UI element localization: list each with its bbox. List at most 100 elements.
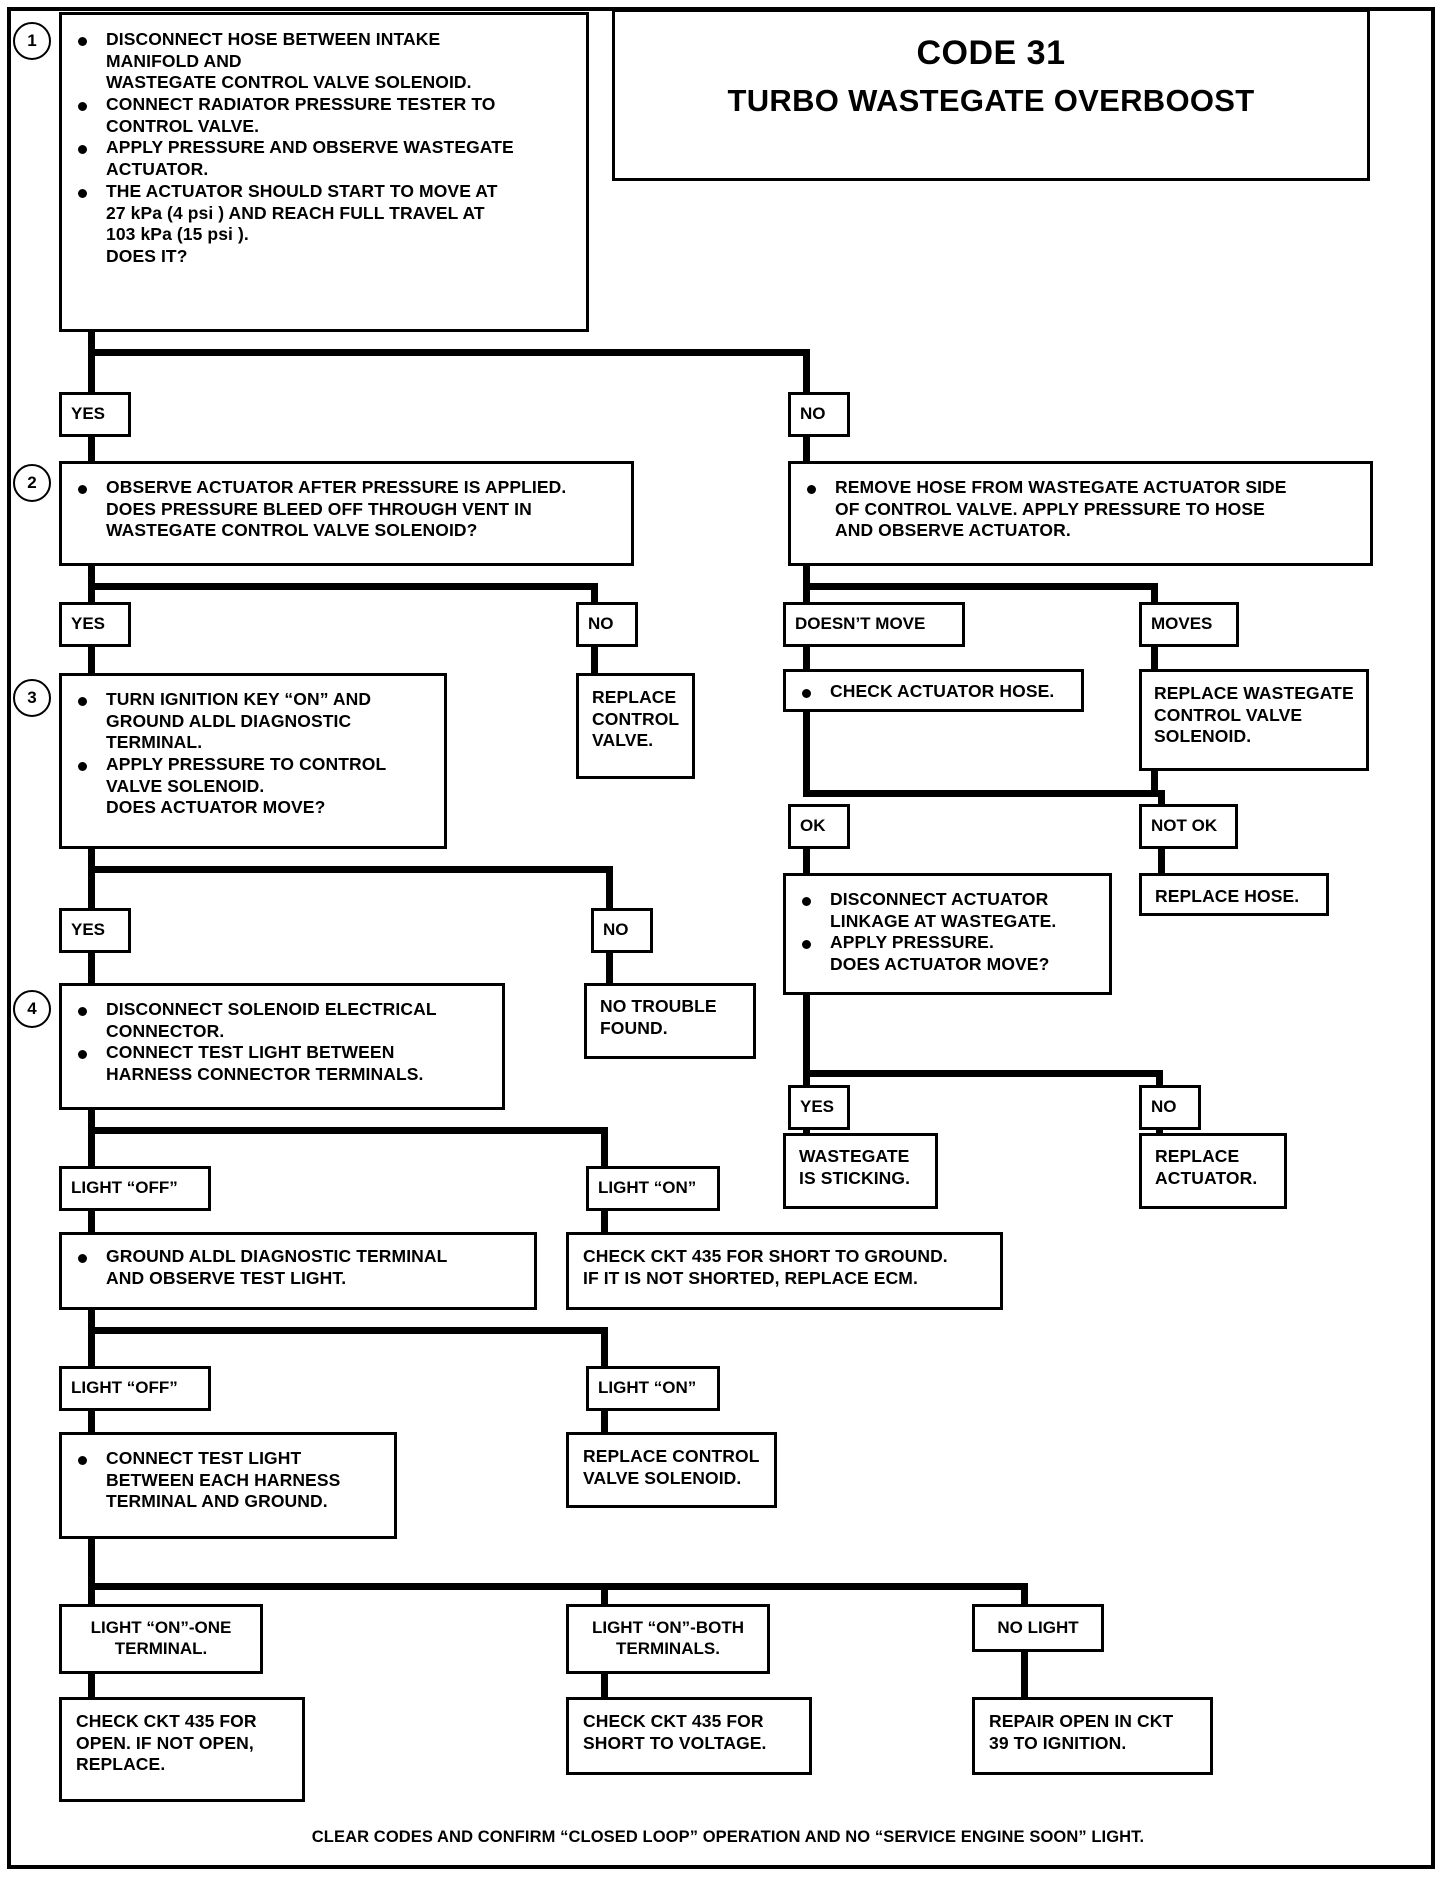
box-check-ckt435-short-voltage: CHECK CKT 435 FOR SHORT TO VOLTAGE. [566, 1697, 812, 1775]
connector-lightoff2-down [88, 1411, 95, 1438]
box-ground-aldl-bullet-1: GROUND ALDL DIAGNOSTIC TERMINAL AND OBSE… [66, 1246, 524, 1289]
connector-nolight-down [1021, 1652, 1028, 1703]
step-number-1: 1 [13, 22, 51, 60]
label-light-on-one-terminal: LIGHT “ON”-ONE TERMINAL. [59, 1604, 263, 1674]
connector-ok-down [803, 849, 810, 875]
title-code: CODE 31 [916, 34, 1066, 72]
title-block: CODE 31 TURBO WASTEGATE OVERBOOST [612, 9, 1370, 181]
label-ok: OK [788, 804, 850, 849]
box-check-actuator-hose: CHECK ACTUATOR HOSE. [783, 669, 1084, 712]
box-ground-aldl: GROUND ALDL DIAGNOSTIC TERMINAL AND OBSE… [59, 1232, 537, 1310]
box-wastegate-sticking-text: WASTEGATE IS STICKING. [799, 1146, 911, 1188]
box-disconnect-linkage-bullet-2: APPLY PRESSURE. DOES ACTUATOR MOVE? [790, 932, 1099, 975]
box-step2-bullet-1: OBSERVE ACTUATOR AFTER PRESSURE IS APPLI… [66, 477, 621, 542]
connector-linkage-split [803, 1070, 1163, 1077]
box-repair-open-ckt39-text: REPAIR OPEN IN CKT 39 TO IGNITION. [989, 1711, 1174, 1753]
box-check-actuator-hose-bullet-1: CHECK ACTUATOR HOSE. [790, 681, 1071, 703]
connector-groundaldl-right-down [601, 1327, 608, 1373]
box-replace-control-valve-text: REPLACE CONTROL VALVE. [592, 687, 680, 751]
box-remove-hose-bullet-1: REMOVE HOSE FROM WASTEGATE ACTUATOR SIDE… [795, 477, 1360, 542]
box-remove-hose: REMOVE HOSE FROM WASTEGATE ACTUATOR SIDE… [788, 461, 1373, 566]
box-step3: TURN IGNITION KEY “ON” AND GROUND ALDL D… [59, 673, 447, 849]
box-check-ckt435-short-ground: CHECK CKT 435 FOR SHORT TO GROUND. IF IT… [566, 1232, 1003, 1310]
box-wastegate-sticking: WASTEGATE IS STICKING. [783, 1133, 938, 1209]
connector-removehose-split [803, 583, 1158, 590]
label-light-on-1: LIGHT “ON” [586, 1166, 720, 1211]
box-step3-bullet-1: TURN IGNITION KEY “ON” AND GROUND ALDL D… [66, 689, 434, 754]
connector-yes2-down [88, 647, 95, 676]
connector-bottom-right-down [1021, 1583, 1028, 1610]
box-replace-actuator: REPLACE ACTUATOR. [1139, 1133, 1287, 1209]
connector-linkage-down [803, 995, 810, 1085]
box-step2: OBSERVE ACTUATOR AFTER PRESSURE IS APPLI… [59, 461, 634, 566]
connector-no1-down [803, 437, 810, 463]
box-connect-test-light: CONNECT TEST LIGHT BETWEEN EACH HARNESS … [59, 1432, 397, 1539]
box-no-trouble-found: NO TROUBLE FOUND. [584, 983, 756, 1059]
box-check-ckt435-short-ground-text: CHECK CKT 435 FOR SHORT TO GROUND. IF IT… [583, 1246, 948, 1288]
connector-bothterm-down [601, 1674, 608, 1703]
footer-note: CLEAR CODES AND CONFIRM “CLOSED LOOP” OP… [311, 1828, 1145, 1846]
connector-step4-right-down [601, 1127, 608, 1173]
connector-checkhose-split [803, 790, 1165, 797]
box-repair-open-ckt39: REPAIR OPEN IN CKT 39 TO IGNITION. [972, 1697, 1213, 1775]
box-connect-test-light-bullet-1: CONNECT TEST LIGHT BETWEEN EACH HARNESS … [66, 1448, 384, 1513]
box-step3-bullet-2: APPLY PRESSURE TO CONTROL VALVE SOLENOID… [66, 754, 434, 819]
connector-step2-down [88, 566, 95, 629]
label-light-off-2: LIGHT “OFF” [59, 1366, 211, 1411]
box-replace-control-valve-solenoid-text: REPLACE CONTROL VALVE SOLENOID. [583, 1446, 760, 1488]
connector-checkhose-down [803, 712, 810, 797]
box-replace-wastegate-solenoid-text: REPLACE WASTEGATE CONTROL VALVE SOLENOID… [1154, 683, 1354, 747]
box-check-ckt435-open-text: CHECK CKT 435 FOR OPEN. IF NOT OPEN, REP… [76, 1711, 257, 1775]
connector-step1-split [88, 349, 810, 356]
connector-step4-down [88, 1110, 95, 1173]
connector-bottom-split [88, 1583, 1028, 1590]
connector-step3-right-down [606, 866, 613, 909]
step-number-2: 2 [13, 464, 51, 502]
box-replace-actuator-text: REPLACE ACTUATOR. [1155, 1146, 1258, 1188]
label-no-3: NO [591, 908, 653, 953]
label-light-off-1: LIGHT “OFF” [59, 1166, 211, 1211]
title-subject: TURBO WASTEGATE OVERBOOST [727, 83, 1255, 118]
box-replace-wastegate-solenoid: REPLACE WASTEGATE CONTROL VALVE SOLENOID… [1139, 669, 1369, 771]
connector-replacewastegate-down [1151, 771, 1158, 791]
connector-notok-down [1158, 849, 1165, 875]
connector-testlight-down [88, 1539, 95, 1609]
connector-step2-split [88, 583, 598, 590]
label-yes-2: YES [59, 602, 131, 647]
connector-checkhose-right-down [1158, 790, 1165, 804]
connector-removehose-down [803, 566, 810, 629]
step-number-4: 4 [13, 990, 51, 1028]
box-step1-bullet-4: THE ACTUATOR SHOULD START TO MOVE AT 27 … [66, 181, 576, 268]
connector-step3-down [88, 849, 95, 909]
connector-no3-down [606, 953, 613, 983]
label-light-on-both-terminals: LIGHT “ON”-BOTH TERMINALS. [566, 1604, 770, 1674]
box-no-trouble-found-text: NO TROUBLE FOUND. [600, 996, 717, 1038]
connector-step1-down [88, 332, 95, 392]
box-replace-hose-text: REPLACE HOSE. [1155, 886, 1300, 906]
label-moves: MOVES [1139, 602, 1239, 647]
connector-doesntmove-down [803, 647, 810, 672]
box-step1-bullet-1: DISCONNECT HOSE BETWEEN INTAKE MANIFOLD … [66, 29, 576, 94]
box-replace-control-valve: REPLACE CONTROL VALVE. [576, 673, 695, 779]
connector-lighton2-down [601, 1411, 608, 1438]
connector-groundaldl-down [88, 1310, 95, 1373]
label-not-ok: NOT OK [1139, 804, 1238, 849]
connector-lighton1-down [601, 1211, 608, 1238]
box-check-ckt435-short-voltage-text: CHECK CKT 435 FOR SHORT TO VOLTAGE. [583, 1711, 767, 1753]
box-step4: DISCONNECT SOLENOID ELECTRICAL CONNECTOR… [59, 983, 505, 1110]
box-replace-control-valve-solenoid: REPLACE CONTROL VALVE SOLENOID. [566, 1432, 777, 1508]
connector-linkage-right-down [1156, 1070, 1163, 1088]
box-step1-bullet-3: APPLY PRESSURE AND OBSERVE WASTEGATE ACT… [66, 137, 576, 180]
label-no-light: NO LIGHT [972, 1604, 1104, 1652]
connector-yes3-down [88, 953, 95, 983]
connector-yes1-down [88, 437, 95, 463]
step-number-3: 3 [13, 679, 51, 717]
box-step4-bullet-2: CONNECT TEST LIGHT BETWEEN HARNESS CONNE… [66, 1042, 492, 1085]
connector-lightoff1-down [88, 1211, 95, 1238]
label-no-4: NO [1139, 1085, 1201, 1130]
label-yes-4: YES [788, 1085, 850, 1130]
connector-step1-right-down [803, 349, 810, 395]
connector-step4-split [88, 1127, 608, 1134]
box-disconnect-linkage: DISCONNECT ACTUATOR LINKAGE AT WASTEGATE… [783, 873, 1112, 995]
